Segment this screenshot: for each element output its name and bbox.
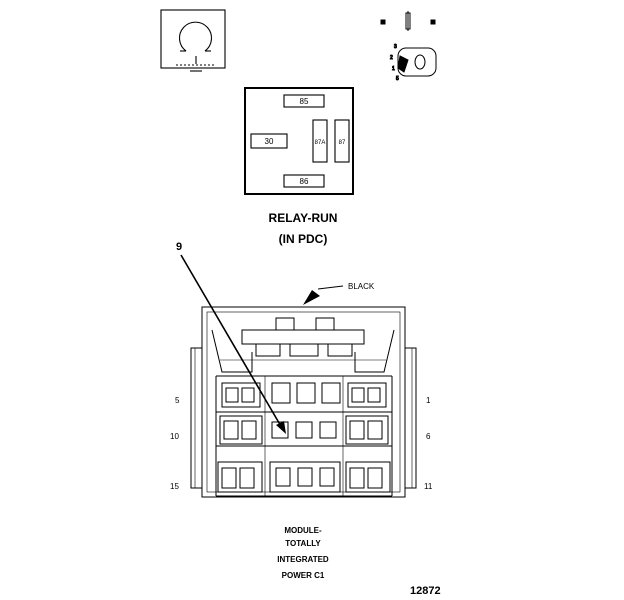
relay-face	[244, 87, 354, 195]
module-label-line-4: POWER C1	[282, 571, 325, 580]
cavity-row-3	[217, 461, 391, 493]
pin-label-11: 11	[424, 482, 433, 491]
svg-text:3: 3	[394, 44, 397, 50]
pin-label-1: 1	[426, 396, 431, 405]
connector-color-label: BLACK	[348, 282, 375, 291]
terminal-30-label: 30	[265, 137, 274, 146]
terminal-87-label: 87	[339, 140, 346, 146]
figure-number: 12872	[410, 585, 441, 597]
pin-label-10: 10	[170, 432, 179, 441]
svg-text:1: 1	[392, 66, 395, 72]
connector-body	[190, 306, 417, 498]
color-label-leader	[317, 285, 344, 290]
color-label-arrowhead	[303, 290, 320, 305]
cavity-row-1	[221, 382, 387, 408]
callout-number: 9	[176, 241, 182, 253]
terminal-86-label: 86	[300, 177, 309, 186]
module-label-line-3: INTEGRATED	[277, 555, 329, 564]
relay-title: RELAY-RUN	[269, 211, 338, 225]
module-label-line-2: TOTALLY	[285, 539, 321, 548]
module-label-line-1: MODULE-	[284, 526, 322, 535]
terminal-85-label: 85	[300, 97, 309, 106]
pin-label-5: 5	[175, 396, 180, 405]
pin-label-6: 6	[426, 432, 431, 441]
callout-arrowhead	[276, 421, 286, 434]
cavity-row-2	[219, 415, 389, 445]
relay-subtitle: (IN PDC)	[279, 232, 328, 246]
pin-label-15: 15	[170, 482, 179, 491]
svg-text:2: 2	[390, 55, 393, 61]
terminal-87a-label: 87A	[315, 140, 326, 146]
relay-side-view-icon: 3 2 1 5	[380, 11, 437, 83]
svg-text:5: 5	[396, 76, 399, 82]
coil-schematic-icon	[160, 9, 226, 72]
